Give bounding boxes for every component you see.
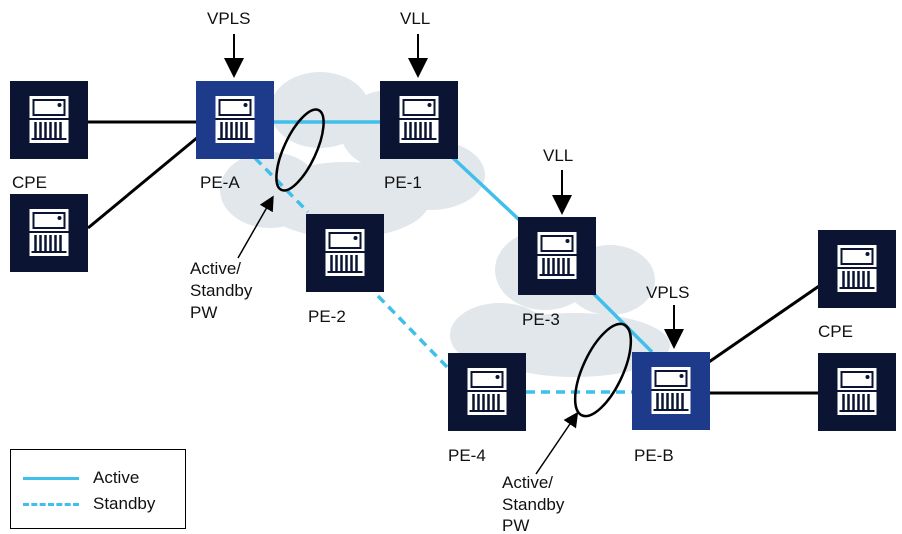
link-cpe-bottom-pe-a — [87, 135, 199, 230]
legend-label-active: Active — [93, 468, 140, 487]
service-label-vll-mid: VLL — [543, 146, 573, 165]
node-pe-b — [632, 352, 710, 430]
annotation-arrows — [237, 195, 579, 475]
node-label-pe-3: PE-3 — [522, 310, 560, 329]
link-pe-3-pe-b — [590, 290, 654, 354]
legend: Active Standby — [10, 449, 186, 529]
annotation-left-line1: Active/ — [190, 259, 241, 278]
node-label-cpe-left: CPE — [12, 173, 47, 192]
node-pe-1 — [380, 81, 458, 159]
node-cpe-left-bottom — [10, 194, 88, 272]
legend-label-standby: Standby — [93, 494, 156, 513]
standby-links — [253, 156, 632, 394]
annotation-right-line2: Standby — [502, 495, 565, 514]
node-pe-3 — [518, 217, 596, 295]
cpe-links — [87, 120, 823, 395]
node-cpe-left-top — [10, 81, 88, 159]
annotation-right-line1: Active/ — [502, 473, 553, 492]
node-label-pe-b: PE-B — [634, 446, 674, 465]
link-pe-1-pe-3 — [450, 155, 530, 230]
node-pe-2 — [306, 214, 384, 292]
annotation-left-line3: PW — [190, 303, 217, 322]
service-arrows — [224, 34, 684, 349]
legend-row-active: Active — [23, 468, 139, 488]
service-label-vpls-right: VPLS — [646, 283, 689, 302]
node-cpe-right-bottom — [818, 353, 896, 431]
node-pe-a — [196, 81, 274, 159]
node-label-pe-1: PE-1 — [384, 173, 422, 192]
node-label-pe-2: PE-2 — [308, 307, 346, 326]
link-pe-2-pe-4 — [376, 294, 452, 372]
pointer-left — [237, 195, 274, 259]
pw-ellipse-left-icon — [275, 108, 325, 192]
link-pe-a-pe-2 — [253, 156, 310, 214]
node-label-pe-4: PE-4 — [448, 446, 486, 465]
node-pe-4 — [448, 353, 526, 431]
legend-swatch-active — [23, 476, 79, 480]
active-links — [274, 120, 654, 354]
legend-swatch-standby — [23, 502, 79, 506]
service-label-vpls-left: VPLS — [207, 9, 250, 28]
legend-row-standby: Standby — [23, 494, 155, 514]
service-label-vll-top: VLL — [400, 9, 430, 28]
node-cpe-right-top — [818, 230, 896, 308]
link-pe-b-cpe-top — [705, 282, 823, 366]
annotation-right-line3: PW — [502, 516, 529, 534]
node-label-cpe-right: CPE — [818, 322, 853, 341]
pw-ellipse-right-icon — [573, 322, 633, 418]
annotation-left-line2: Standby — [190, 281, 253, 300]
pointer-right — [535, 411, 579, 475]
node-label-pe-a: PE-A — [200, 173, 240, 192]
